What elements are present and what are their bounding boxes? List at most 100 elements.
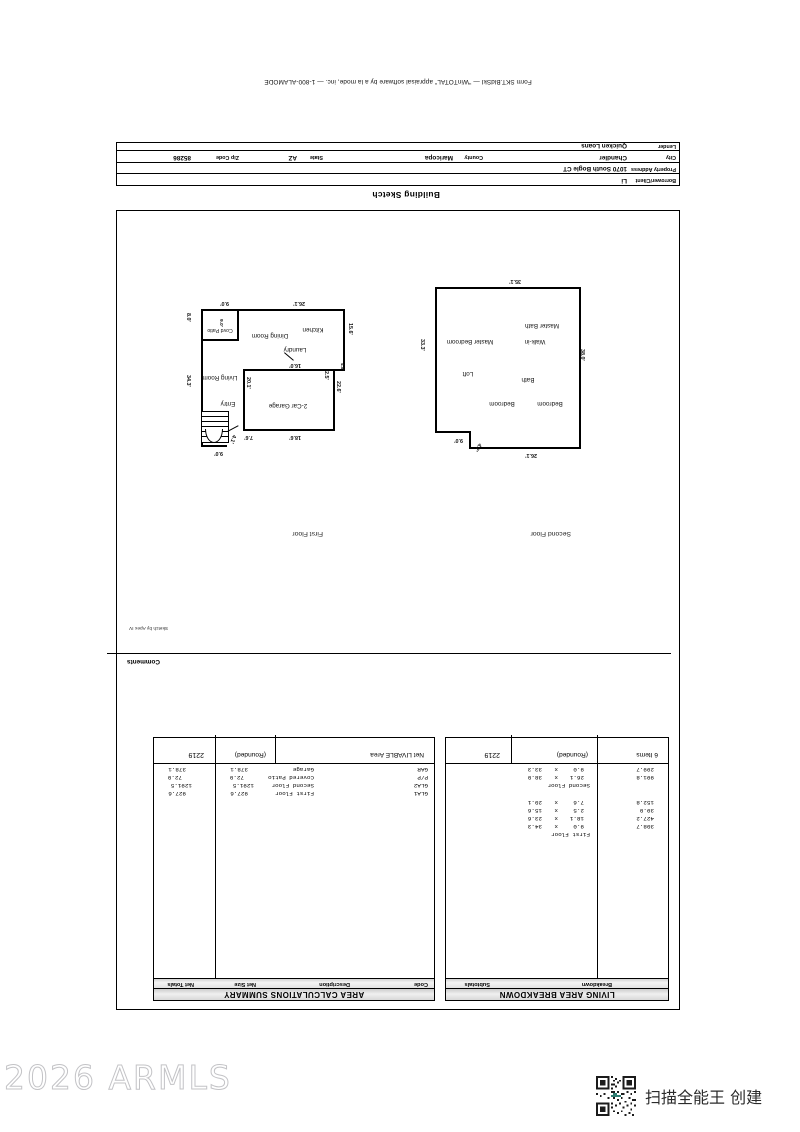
dim-1f-jog-small: 4.5' (340, 363, 345, 371)
cell-a: 26.1 (569, 774, 584, 781)
header-row-address: Property Address 1070 South Bogle CT (117, 162, 679, 174)
stairs-symbol (201, 411, 229, 443)
breakdown-table-footer: 2219 (Rounded) 6 Items (446, 735, 668, 764)
form-identification-line: Form SKT.BldSkI — "WinTOTAL" appraisal s… (264, 78, 532, 85)
dim-1f-top-right: 9.0' (214, 450, 223, 456)
room-label-walk-in: Walk-in (524, 338, 546, 345)
summary-col-description: Description (319, 981, 350, 987)
table-row: 299.7 9.0 x 33.3 (446, 765, 668, 773)
cell-a: 18.1 (569, 815, 584, 822)
wall-top-left (469, 447, 581, 449)
room-label-master-bedroom: Master Bedroom (446, 338, 494, 345)
dim-1f-left-lower: 15.6' (347, 323, 353, 335)
second-floor-label: Second Floor (530, 530, 571, 537)
header-row-city-state-zip: City Chandler County Maricopa State AZ Z… (117, 150, 679, 162)
header-row-lender: Lender Quicken Loans (117, 140, 679, 151)
dim-1f-right: 34.3' (185, 375, 191, 387)
state-value: AZ (288, 153, 297, 161)
room-label-2-car-garage: 2-Car Garage (268, 402, 308, 409)
cell-net-size: 1291.5 (232, 782, 254, 789)
city-value: Chandler (599, 153, 627, 161)
dim-2f-right: 33.3' (419, 339, 425, 351)
dim-2f-left: 38.0' (579, 349, 585, 361)
address-value: 1070 South Bogle CT (563, 165, 627, 173)
wall-patio-bottom (201, 309, 239, 311)
dim-1f-patio-right: 8.0' (185, 313, 191, 322)
cell-net-totals: 378.1 (168, 766, 186, 773)
dim-1f-garage-depth: 20.1' (245, 377, 251, 389)
dim-2f-bottom: 35.1' (509, 278, 521, 284)
table-row: GLA2 Second Floor 1291.5 1291.5 (154, 781, 434, 789)
cell-description: Garage (292, 766, 314, 773)
wall-top-right (201, 445, 227, 447)
room-label-entry: Entry (220, 400, 236, 407)
wall-left (579, 287, 581, 449)
cell-net-size: 927.6 (230, 790, 248, 797)
summary-total: 2219 (188, 751, 204, 758)
borrower-value: Li (621, 176, 627, 184)
breakdown-total: 2219 (484, 751, 500, 758)
wall-patio-right (201, 309, 203, 341)
room-label-dining-room: Dining Room (251, 332, 289, 339)
footer-rule-2 (215, 735, 216, 763)
cell-subtotal: 308.7 (636, 823, 654, 830)
room-label-master-bath-line2: Master Bath (525, 322, 559, 329)
wall-bottom (435, 287, 581, 289)
armls-watermark: 2026 ARMLS (4, 1058, 232, 1098)
footer-rule-1 (597, 735, 598, 763)
cell-subtotal: 152.8 (636, 799, 654, 806)
address-label: Property Address (630, 166, 676, 172)
camscanner-label: 扫描全能王 创建 (645, 1088, 763, 1107)
cell-description: First Floor (275, 790, 314, 797)
cell-net-size: 378.1 (230, 766, 248, 773)
laundry-leader-line (284, 352, 294, 361)
cell-a: 9.0 (573, 823, 584, 830)
dim-1f-garage-top: 18.6' (289, 434, 301, 440)
cell-net-size: 72.0 (229, 774, 244, 781)
cell-net-totals: 1291.5 (170, 782, 192, 789)
summary-col-net-size: Net Size (234, 981, 256, 987)
room-label-laundry: Laundry (283, 346, 307, 353)
cell-net-totals: 927.6 (168, 790, 186, 797)
cell-a: 9.0 (573, 766, 584, 773)
summary-rows: GLA1 First Floor 927.6 927.6 GLA2 Second… (154, 765, 434, 797)
section-name-second-floor: Second Floor (547, 782, 590, 789)
wall-left-lower (343, 309, 345, 371)
cell-b: 34.3 (527, 823, 542, 830)
wall-left-upper (333, 369, 335, 431)
dim-2f-notch: 9.0' (454, 437, 463, 443)
breakdown-rounded-label: (Rounded) (556, 751, 588, 758)
qr-code-icon (596, 1076, 636, 1116)
entry-leader-line (227, 425, 239, 432)
breakdown-col-breakdown: Breakdown (581, 981, 612, 987)
cell-subtotal: 299.7 (636, 766, 654, 773)
cell-description: Covered Patio (268, 774, 314, 781)
city-label: City (665, 154, 676, 161)
dim-1f-diag: 4.1' (228, 433, 237, 445)
summary-rounded-label: (Rounded) (234, 751, 266, 758)
room-label-kitchen: Kitchen (302, 326, 324, 333)
dim-1f-garage-bottom: 16.0' (289, 362, 301, 368)
section-name-first-floor: First Floor (551, 831, 590, 838)
property-header-block: Borrower/Client Li Property Address 1070… (116, 142, 680, 186)
cell-op: x (554, 807, 558, 814)
cell-code: GLA2 (413, 782, 428, 789)
page-title: Building Sketch (372, 190, 440, 200)
sketch-content-box: LIVING AREA BREAKDOWN Breakdown Subtotal… (107, 210, 680, 1010)
dim-1f-jog-vert: 2.5' (323, 371, 329, 380)
header-row-borrower: Borrower/Client Li (117, 173, 679, 185)
table-row: GLA1 First Floor 927.6 927.6 (154, 789, 434, 797)
room-label-bedroom-2: Bedroom (489, 400, 515, 407)
sketch-attribution: Sketch by Apex IV (129, 626, 168, 631)
first-floor-label: First Floor (292, 530, 323, 537)
county-value: Maricopa (424, 153, 453, 161)
footer-rule-1 (275, 735, 276, 763)
room-label-living-room: Living Room (202, 374, 238, 381)
summary-col-net-totals: Net Totals (167, 981, 194, 987)
table-row: 152.8 7.6 x 20.1 (446, 798, 668, 806)
dim-1f-entry-top: 7.6' (244, 434, 253, 440)
table-row: 991.8 26.1 x 38.0 (446, 773, 668, 781)
cell-b: 23.6 (527, 815, 542, 822)
dim-1f-bottom: 26.1' (293, 300, 305, 306)
state-label: State (309, 154, 323, 161)
